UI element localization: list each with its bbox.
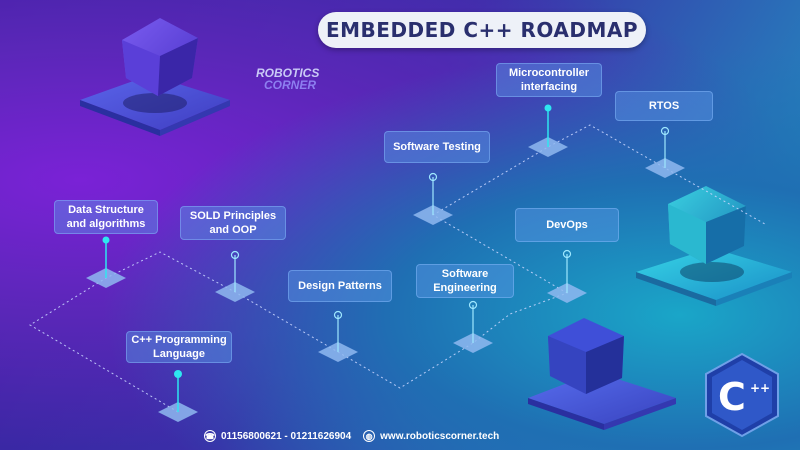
step-label: RTOS [648,100,680,112]
step-node-design-patterns: Design Patterns [288,270,392,302]
step-node-microcontroller: Microcontroller interfacing [496,63,602,97]
brand-line-2: CORNER [264,78,317,92]
step-marker-devops [547,249,587,303]
step-label: Software Engineering [433,268,497,294]
footer: ☎ 01156800621 - 01211626904 ◍ www.roboti… [204,428,604,444]
step-marker-microcontroller [528,104,568,157]
brand-logo: ROBOTICS CORNER [256,67,346,93]
decor-cube-bottom [528,318,676,430]
step-label: Microcontroller interfacing [508,67,590,93]
step-node-devops: DevOps [515,208,619,242]
roadmap-path [29,124,766,413]
decor-cube-right [636,186,792,306]
step-marker-solid [215,250,255,302]
cpp-logo-suffix: ++ [750,381,770,395]
cpp-logo: C ++ [705,352,779,438]
cpp-logo-letter: C [718,375,746,419]
footer-phone: 01156800621 - 01211626904 [221,430,352,442]
step-marker-software-engineering [453,300,493,353]
step-label: Data Structure and algorithms [66,204,146,230]
step-node-dsa: Data Structure and algorithms [54,200,158,234]
footer-website[interactable]: www.roboticscorner.tech [380,430,500,442]
brand-line-1: ROBOTICS [256,66,320,80]
step-label: Software Testing [393,141,481,153]
step-marker-software-testing [413,172,453,225]
page-title: EMBEDDED C++ ROADMAP [325,18,639,42]
step-node-solid: SOLD Principles and OOP [180,206,286,240]
step-node-software-testing: Software Testing [384,131,490,163]
title-banner: EMBEDDED C++ ROADMAP [318,12,646,48]
step-node-cpp: C++ Programming Language [126,331,232,363]
step-label: Design Patterns [298,280,382,292]
step-marker-rtos [645,126,685,178]
decor-cube-top-left [80,18,230,136]
step-marker-dsa [86,236,126,288]
step-node-software-engineering: Software Engineering [416,264,514,298]
globe-icon: ◍ [363,430,376,442]
step-marker-cpp [158,370,198,422]
step-label: SOLD Principles and OOP [189,210,277,236]
step-node-rtos: RTOS [615,91,713,121]
step-marker-design-patterns [318,310,358,362]
step-label: C++ Programming Language [131,334,227,360]
step-label: DevOps [546,219,588,231]
phone-icon: ☎ [204,430,216,442]
